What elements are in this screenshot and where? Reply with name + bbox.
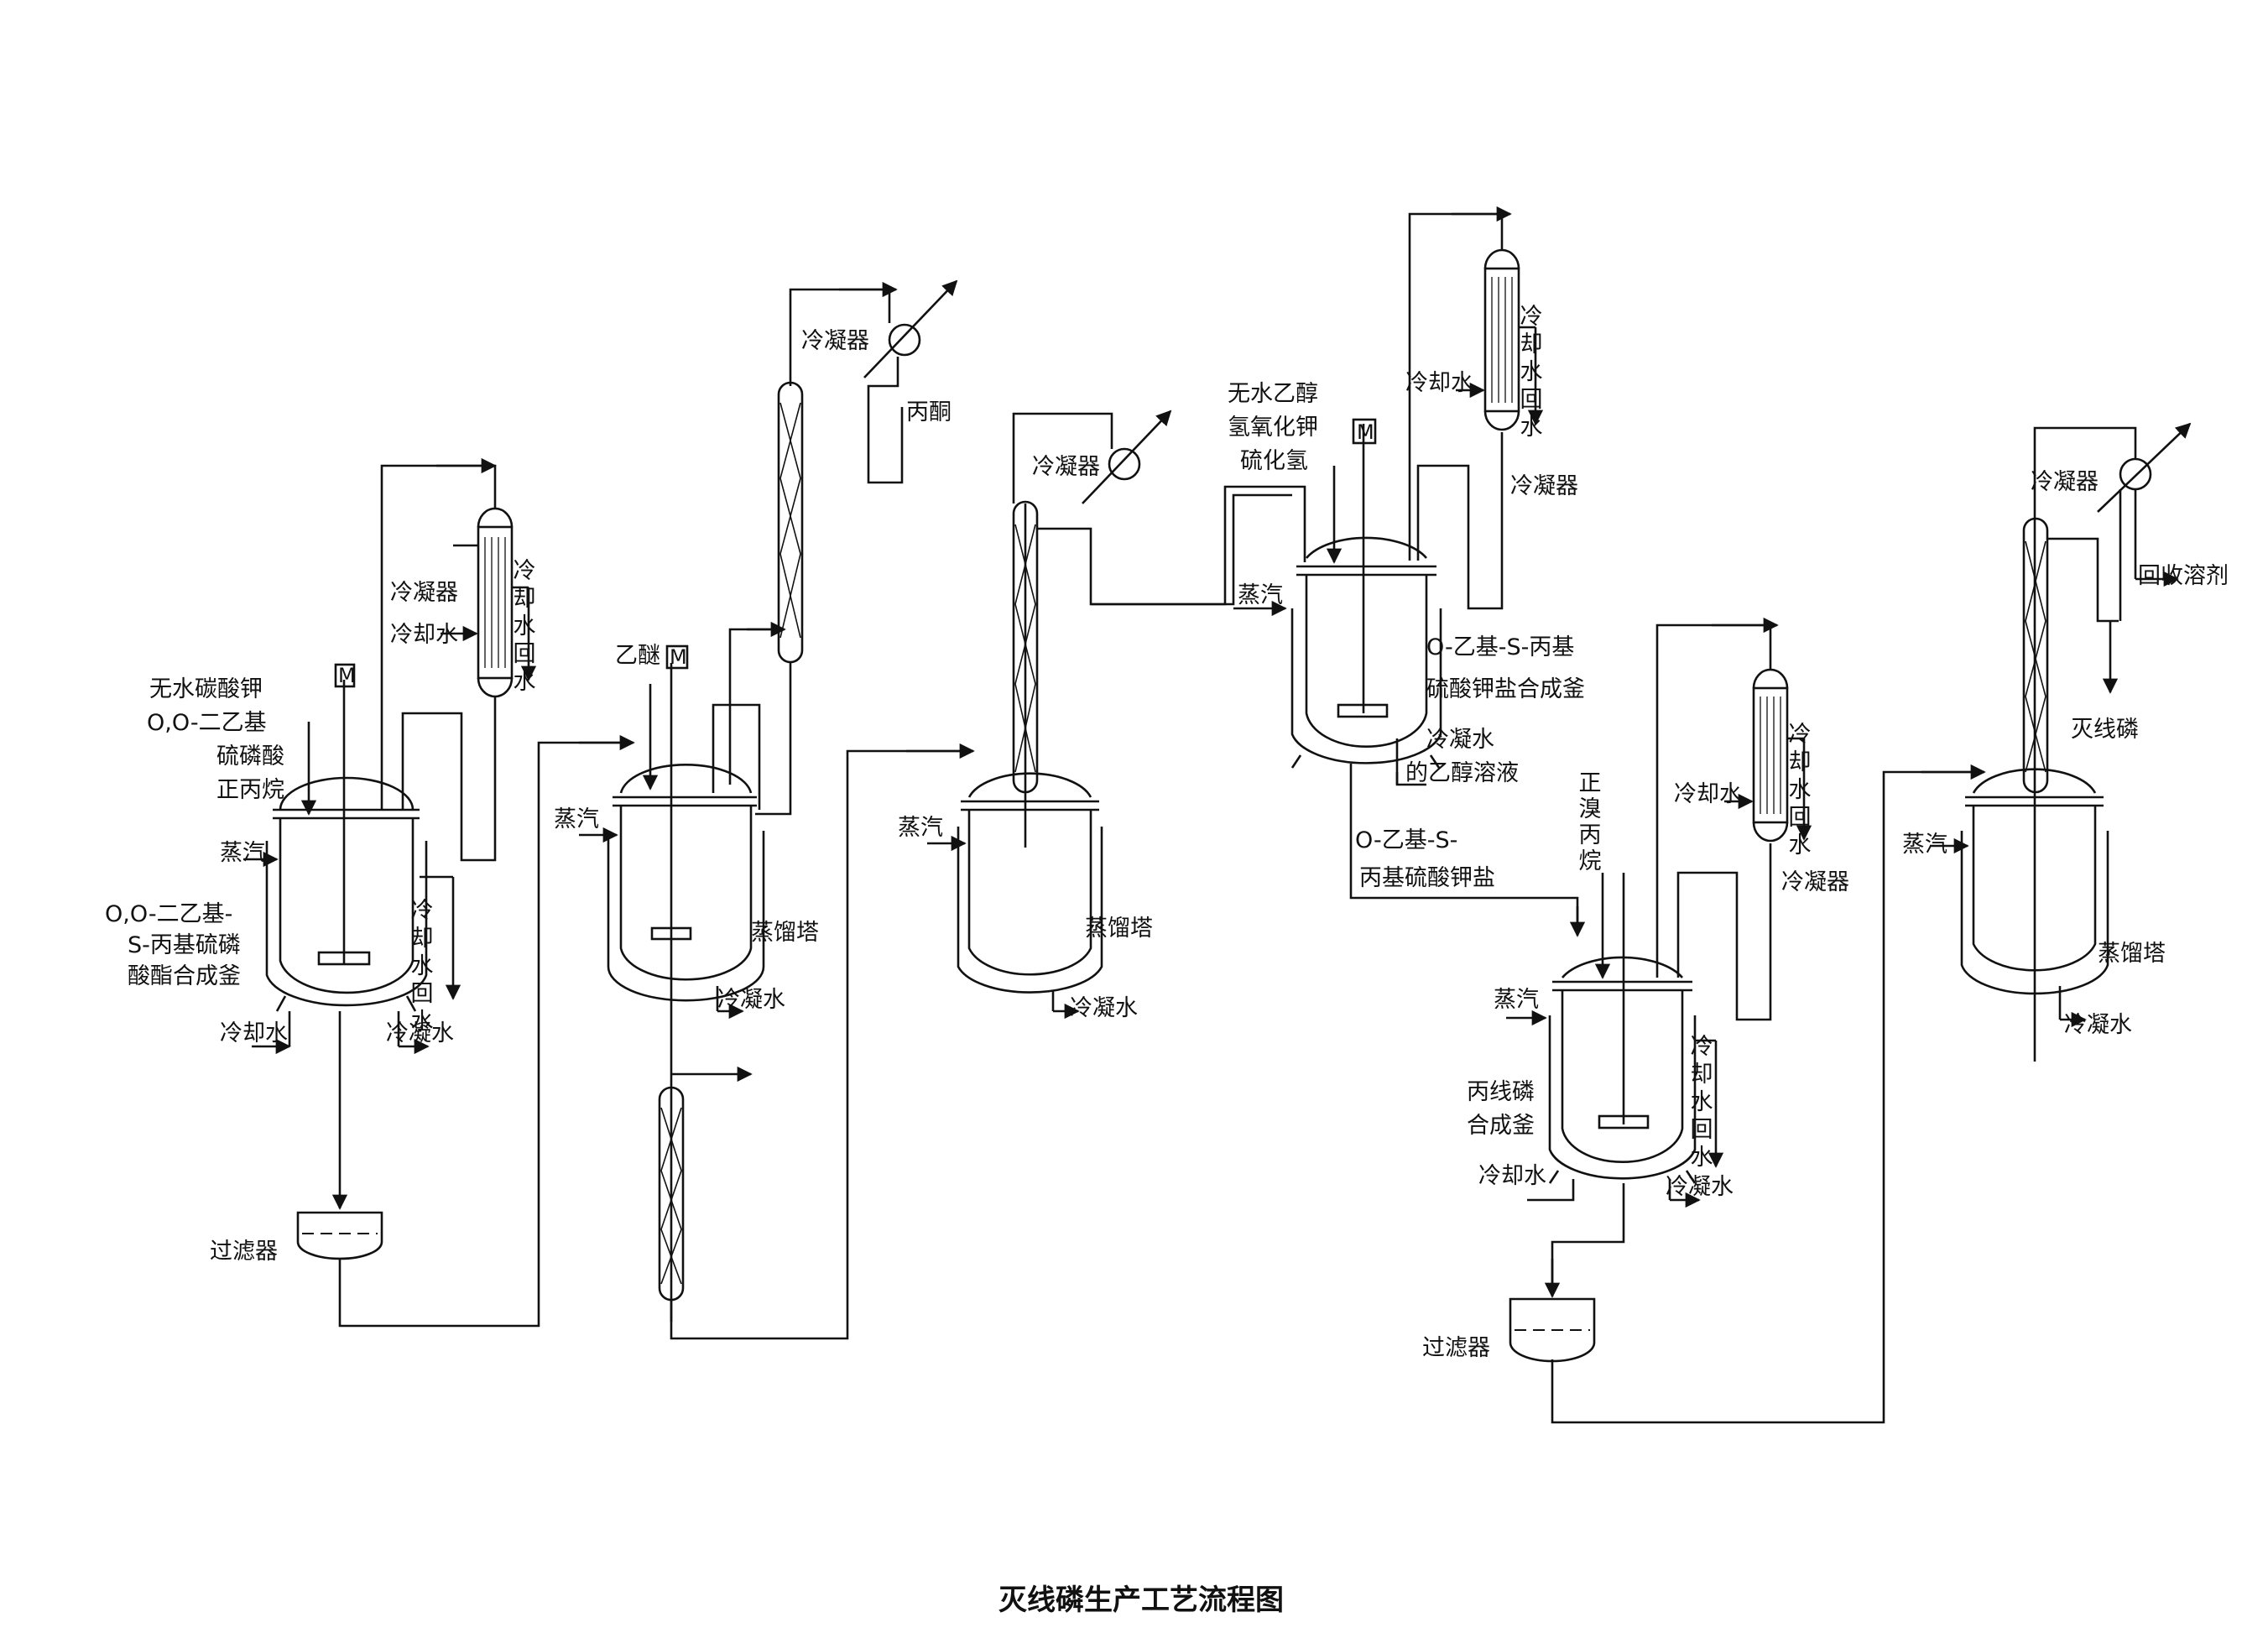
packed-column-1 xyxy=(728,381,804,816)
label-r3-cw-return: 冷却水回水 xyxy=(1687,1034,1713,1172)
label-r3-condenser: 冷凝器 xyxy=(1781,869,1849,895)
filter-1 xyxy=(296,1011,383,1260)
label-d3-condensate: 冷凝水 xyxy=(2064,1012,2132,1038)
label-r3-cw-in: 冷却水 xyxy=(1478,1163,1546,1189)
diagram-caption: 灭线磷生产工艺流程图 xyxy=(998,1583,1284,1617)
label-r1-name: 酸酯合成釜 xyxy=(128,963,241,989)
label-r3-condensate: 冷凝水 xyxy=(1666,1174,1734,1200)
label-r2-feed: 无水乙醇 xyxy=(1228,381,1318,407)
label-r2-condenser: 冷凝器 xyxy=(1510,473,1578,499)
reactor-1: M xyxy=(243,663,461,1055)
label-r2-salt: O-乙基-S- xyxy=(1355,827,1457,853)
label-d2-steam: 蒸汽 xyxy=(898,815,943,841)
motor-r1: M xyxy=(334,663,356,688)
distillation-2 xyxy=(927,503,1103,1020)
label-d1-acetone: 丙酮 xyxy=(906,399,952,425)
label-r1-name: S-丙基硫磷 xyxy=(128,932,241,958)
label-d3-solvent: 回收溶剂 xyxy=(2138,563,2229,589)
packed-column-4 xyxy=(2022,517,2049,794)
label-r2-condenser-return: 冷却水回水 xyxy=(1516,304,1543,442)
label-r2-salt: 丙基硫酸钾盐 xyxy=(1359,865,1495,891)
label-r1-feed: 硫磷酸 xyxy=(216,743,284,770)
label-d1-steam: 蒸汽 xyxy=(554,806,599,832)
label-r3-steam: 蒸汽 xyxy=(1494,987,1539,1013)
svg-text:M: M xyxy=(1357,420,1374,444)
label-r2-steam: 蒸汽 xyxy=(1238,582,1283,608)
label-d3-name: 蒸馏塔 xyxy=(2098,941,2166,967)
label-r2-out: 冷凝水 xyxy=(1426,727,1494,753)
label-r3-name: 合成釜 xyxy=(1467,1113,1535,1139)
label-r2-name: 硫酸钾盐合成釜 xyxy=(1426,676,1585,702)
label-filter-1: 过滤器 xyxy=(210,1239,278,1265)
label-r1-feed: 无水碳酸钾 xyxy=(149,676,263,702)
label-r1-condenser: 冷凝器 xyxy=(390,580,458,606)
reactor-3 xyxy=(1506,873,1724,1208)
label-r2-out: 的乙醇溶液 xyxy=(1405,760,1519,786)
label-d1-condenser: 冷凝器 xyxy=(801,328,869,354)
label-r1-steam: 蒸汽 xyxy=(220,840,265,866)
label-d1-name: 蒸馏塔 xyxy=(751,920,819,946)
label-filter-2: 过滤器 xyxy=(1422,1335,1490,1361)
label-r2-condenser-cw: 冷却水 xyxy=(1405,370,1473,396)
label-d1-ether: 乙醚 xyxy=(615,643,660,669)
label-d3-condenser: 冷凝器 xyxy=(2031,469,2099,495)
condenser-d1 xyxy=(789,279,958,386)
label-r1-name: O,O-二乙基- xyxy=(105,901,232,927)
condenser-3 xyxy=(1724,668,1812,843)
label-r1-cw-in: 冷却水 xyxy=(220,1020,288,1046)
svg-text:M: M xyxy=(670,645,687,669)
label-r2-feed: 硫化氢 xyxy=(1240,448,1308,474)
label-r1-condenser-return: 冷却水回水 xyxy=(509,558,536,697)
svg-text:M: M xyxy=(338,664,356,687)
label-d3-product: 灭线磷 xyxy=(2071,717,2139,743)
packed-column-2 xyxy=(658,1086,685,1302)
labels: 无水碳酸钾 O,O-二乙基 硫磷酸 正丙烷 蒸汽 O,O-二乙基- S-丙基硫磷… xyxy=(105,304,2229,1617)
label-r3-condenser-return: 冷却水回水 xyxy=(1785,722,1812,860)
packed-column-3 xyxy=(1012,500,1039,794)
label-d2-name: 蒸馏塔 xyxy=(1085,916,1153,942)
label-d2-condenser: 冷凝器 xyxy=(1032,454,1100,480)
filter-2 xyxy=(1509,1183,1625,1363)
label-d1-condensate: 冷凝水 xyxy=(717,987,785,1013)
reactor-2: M xyxy=(1233,418,1586,937)
motor-r2: M xyxy=(1352,418,1377,445)
distillation-1: M xyxy=(579,644,765,1322)
label-d3-steam: 蒸汽 xyxy=(1902,832,1947,858)
motor-d1: M xyxy=(665,644,689,670)
label-r3-condenser-cw: 冷却水 xyxy=(1674,781,1742,807)
label-r3-feed: 正溴丙烷 xyxy=(1575,770,1602,874)
condenser-d3 xyxy=(2033,422,2192,694)
label-r1-condensate: 冷凝水 xyxy=(386,1020,454,1046)
label-r1-cw-return: 冷却水回水 xyxy=(407,898,434,1036)
label-r2-name: O-乙基-S-丙基 xyxy=(1426,634,1574,660)
label-r1-feed: O,O-二乙基 xyxy=(147,710,267,736)
label-r2-feed: 氢氧化钾 xyxy=(1228,415,1318,441)
label-r3-name: 丙线磷 xyxy=(1467,1079,1535,1105)
distillation-3 xyxy=(1930,520,2109,1062)
label-r1-feed: 正丙烷 xyxy=(216,777,284,803)
label-d2-condensate: 冷凝水 xyxy=(1070,995,1138,1021)
label-r1-condenser-cw: 冷却水 xyxy=(390,622,458,648)
